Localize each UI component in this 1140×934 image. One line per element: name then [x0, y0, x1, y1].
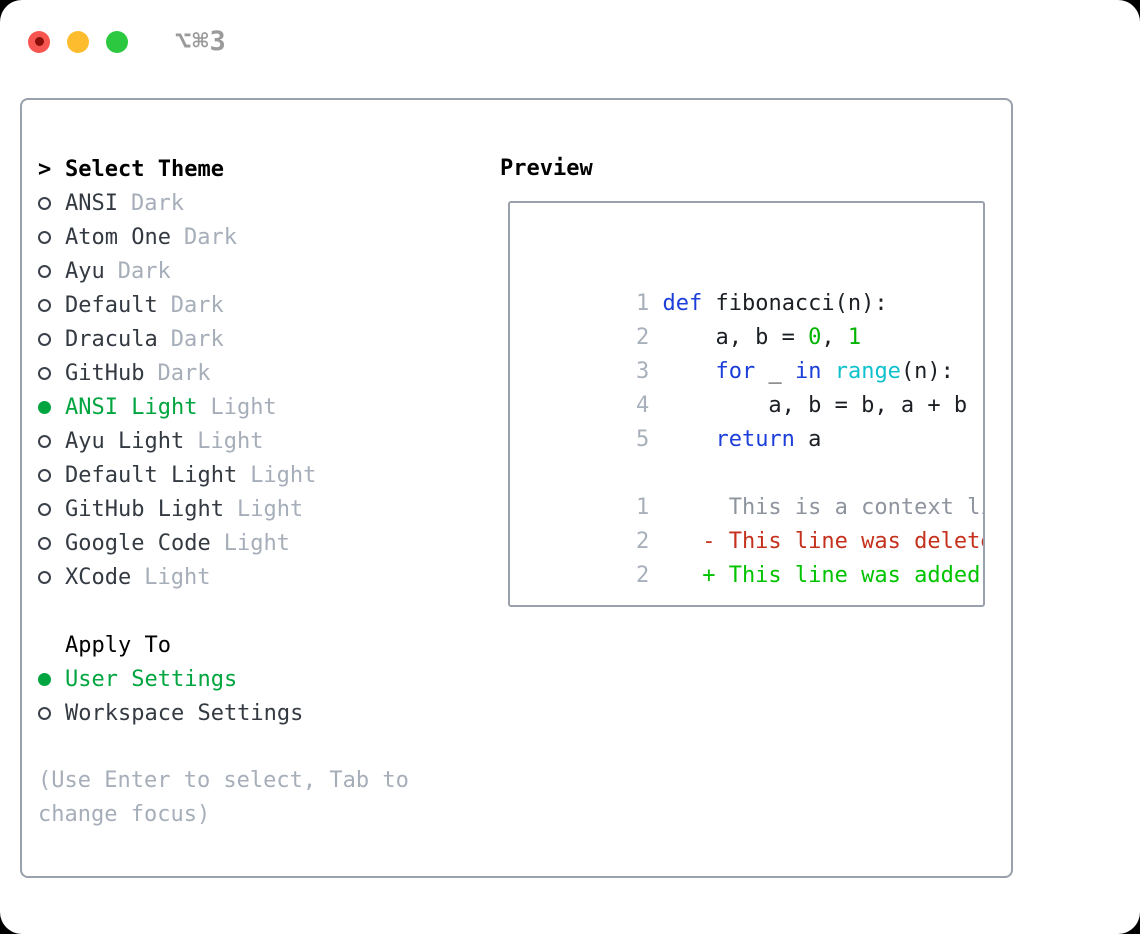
apply-to-header: Apply To	[38, 628, 438, 662]
theme-variant: Light	[250, 463, 316, 488]
theme-variant: Dark	[131, 191, 184, 216]
line-number: 2	[636, 325, 663, 350]
line-number: 4	[636, 393, 663, 418]
radio-icon	[38, 435, 51, 448]
select-theme-title: Select Theme	[65, 157, 224, 182]
theme-option-default-light[interactable]: Default Light Light	[38, 458, 438, 492]
minimize-button[interactable]	[67, 31, 89, 53]
apply-option-label: User Settings	[65, 667, 237, 692]
preview-title: Preview	[500, 152, 593, 186]
theme-name: Atom One	[65, 225, 171, 250]
theme-name: Ayu Light	[65, 429, 184, 454]
code-line: 1 def fibonacci(n):	[530, 253, 983, 287]
close-button[interactable]	[28, 31, 50, 53]
line-number: 3	[636, 359, 663, 384]
theme-option-google-code-light[interactable]: Google Code Light	[38, 526, 438, 560]
radio-icon	[38, 503, 51, 516]
theme-name: Google Code	[65, 531, 211, 556]
theme-variant: Light	[144, 565, 210, 590]
radio-icon	[38, 571, 51, 584]
theme-variant: Dark	[157, 361, 210, 386]
theme-name: Dracula	[65, 327, 158, 352]
radio-icon	[38, 537, 51, 550]
theme-name: ANSI Light	[65, 395, 197, 420]
radio-icon	[38, 333, 51, 346]
line-number: 1	[636, 495, 663, 520]
theme-variant: Light	[210, 395, 276, 420]
theme-option-xcode-light[interactable]: XCode Light	[38, 560, 438, 594]
theme-option-ansi-light[interactable]: ANSI Light Light	[38, 390, 438, 424]
theme-option-default-dark[interactable]: Default Dark	[38, 288, 438, 322]
theme-name: GitHub Light	[65, 497, 224, 522]
line-number: 5	[636, 427, 663, 452]
radio-icon	[38, 231, 51, 244]
titlebar: ⌥⌘3	[28, 26, 227, 57]
theme-name: Default Light	[65, 463, 237, 488]
theme-name: Default	[65, 293, 158, 318]
apply-option-workspace-settings[interactable]: Workspace Settings	[38, 696, 438, 730]
radio-icon	[38, 299, 51, 312]
radio-selected-icon	[38, 673, 51, 686]
theme-option-ansi-dark[interactable]: ANSI Dark	[38, 186, 438, 220]
code-preview: 1 def fibonacci(n): 2 a, b = 0, 1 3 for …	[508, 201, 985, 607]
radio-icon	[38, 707, 51, 720]
cursor-indicator: >	[38, 157, 65, 182]
theme-option-atom-one-dark[interactable]: Atom One Dark	[38, 220, 438, 254]
help-text: (Use Enter to select, Tab to change focu…	[38, 764, 438, 832]
theme-option-ayu-dark[interactable]: Ayu Dark	[38, 254, 438, 288]
apply-option-user-settings[interactable]: User Settings	[38, 662, 438, 696]
select-theme-header: > Select Theme	[38, 152, 438, 186]
theme-option-ayu-light[interactable]: Ayu Light Light	[38, 424, 438, 458]
apply-to-title: Apply To	[65, 633, 171, 658]
line-number: 1	[636, 291, 663, 316]
theme-name: XCode	[65, 565, 131, 590]
radio-icon	[38, 197, 51, 210]
theme-name: GitHub	[65, 361, 144, 386]
theme-option-dracula-dark[interactable]: Dracula Dark	[38, 322, 438, 356]
radio-icon	[38, 367, 51, 380]
line-number: 2	[636, 563, 663, 588]
theme-name: Ayu	[65, 259, 105, 284]
theme-variant: Dark	[171, 327, 224, 352]
zoom-button[interactable]	[106, 31, 128, 53]
apply-option-label: Workspace Settings	[65, 701, 303, 726]
theme-variant: Dark	[184, 225, 237, 250]
theme-variant: Light	[197, 429, 263, 454]
line-number: 2	[636, 529, 663, 554]
theme-name: ANSI	[65, 191, 118, 216]
radio-icon	[38, 265, 51, 278]
theme-variant: Dark	[171, 293, 224, 318]
window-title: ⌥⌘3	[175, 26, 227, 57]
theme-variant: Light	[237, 497, 303, 522]
theme-option-github-dark[interactable]: GitHub Dark	[38, 356, 438, 390]
theme-variant: Light	[224, 531, 290, 556]
close-dot-icon	[35, 37, 44, 46]
theme-picker-panel: > Select Theme ANSI Dark Atom One Dark A…	[20, 98, 1013, 878]
radio-selected-icon	[38, 401, 51, 414]
theme-list: > Select Theme ANSI Dark Atom One Dark A…	[38, 152, 438, 832]
theme-variant: Dark	[118, 259, 171, 284]
theme-option-github-light[interactable]: GitHub Light Light	[38, 492, 438, 526]
radio-icon	[38, 469, 51, 482]
